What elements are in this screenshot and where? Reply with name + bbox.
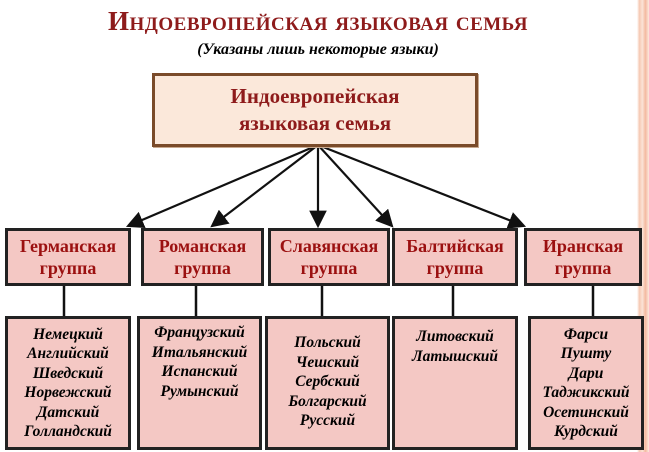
language: Курдский <box>554 423 618 440</box>
language: Фарси <box>563 325 609 343</box>
group-label: группа <box>39 258 97 278</box>
root-family-box: Индоевропейская языковая семья <box>152 73 478 147</box>
language: Голландский <box>24 423 112 440</box>
language: Датский <box>36 403 100 421</box>
group-name: Иранская <box>542 236 624 256</box>
root-line2: языковая семья <box>238 111 392 135</box>
language: Сербский <box>295 373 360 390</box>
languages-romance: Французский Итальянский Испанский Румынс… <box>137 316 262 450</box>
group-label: группа <box>174 258 231 278</box>
language: Итальянский <box>151 343 248 361</box>
language: Пушту <box>560 345 612 362</box>
group-label: группа <box>426 258 484 278</box>
languages-germanic: Немецкий Английский Шведский Норвежский … <box>5 316 131 450</box>
language: Польский <box>294 334 361 351</box>
language: Испанский <box>161 363 238 380</box>
group-name: Славянская <box>279 236 379 256</box>
group-label: группа <box>300 258 358 278</box>
languages-baltic: Литовский Латышский <box>392 316 518 450</box>
group-name: Германская <box>19 236 117 256</box>
language: Осетинский <box>543 403 629 421</box>
language: Дари <box>568 364 604 382</box>
language: Таджикский <box>542 384 630 401</box>
subtitle: (Указаны лишь некоторые языки) <box>197 41 439 58</box>
language: Болгарский <box>288 392 367 410</box>
language: Латышский <box>411 347 499 365</box>
group-name: Романская <box>158 236 247 256</box>
language: Румынский <box>160 382 239 400</box>
language: Шведский <box>32 364 104 382</box>
language: Чешский <box>295 353 360 371</box>
group-name: Балтийская <box>406 236 504 256</box>
language: Русский <box>299 412 356 429</box>
language: Английский <box>27 345 109 362</box>
languages-iranian: Фарси Пушту Дари Таджикский Осетинский К… <box>528 316 644 450</box>
language: Норвежский <box>24 384 112 401</box>
group-label: группа <box>554 258 612 278</box>
language: Французский <box>154 324 245 341</box>
arrow-romance <box>210 144 319 228</box>
arrow-germanic <box>125 143 319 229</box>
page-title: Индоевропейская языковая семья <box>108 6 528 36</box>
language: Литовский <box>416 328 494 345</box>
language: Немецкий <box>33 325 103 343</box>
arrow-iranian <box>317 143 527 229</box>
arrow-baltic <box>317 144 394 228</box>
root-line1: Индоевропейская <box>230 84 400 108</box>
languages-slavic: Польский Чешский Сербский Болгарский Рус… <box>265 316 390 450</box>
